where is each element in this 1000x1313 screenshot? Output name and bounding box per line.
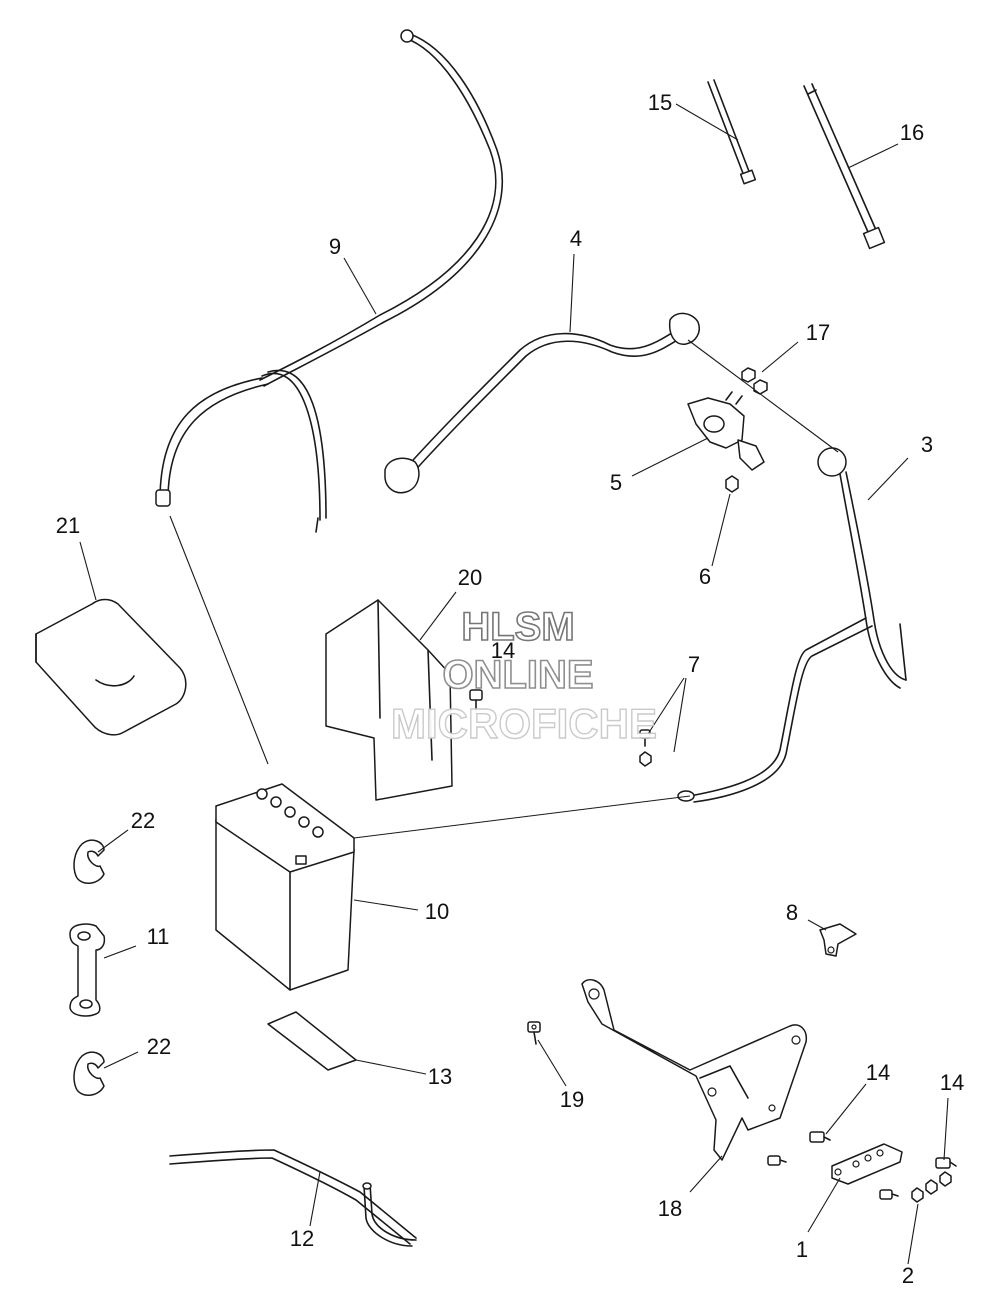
- part-10-battery: [215, 783, 355, 991]
- part-6-nut: [725, 475, 739, 493]
- callout-20: 20: [458, 565, 482, 590]
- part-14-screw-center: [469, 689, 483, 713]
- callout-14-right-b: 14: [940, 1070, 964, 1095]
- callout-7: 7: [688, 652, 700, 677]
- part-16-strap: [803, 83, 886, 250]
- part-12-rod: [169, 1149, 417, 1247]
- part-14-screw-right-b: [935, 1157, 957, 1169]
- part-18-bracket: [581, 979, 808, 1161]
- callout-14-center: 14: [491, 638, 515, 663]
- watermark-line-1: HLSM: [461, 605, 574, 649]
- callout-11: 11: [147, 924, 170, 949]
- part-7-hardware: [639, 729, 652, 767]
- watermark-line-2: ONLINE: [442, 653, 593, 697]
- part-15-strap: [707, 79, 757, 185]
- part-2-nuts: [911, 1171, 952, 1203]
- part-20-shield: [325, 599, 453, 801]
- callout-6: 6: [699, 564, 711, 589]
- watermark: HLSM ONLINE MICROFICHE: [390, 604, 657, 748]
- callout-13: 13: [428, 1064, 452, 1089]
- part-11-strap: [69, 923, 106, 1017]
- callout-9: 9: [329, 234, 341, 259]
- callout-19: 19: [560, 1087, 584, 1112]
- part-13-label: [267, 1011, 357, 1071]
- callout-12: 12: [290, 1226, 314, 1251]
- watermark-line-3: MICROFICHE: [391, 700, 657, 747]
- callout-2: 2: [902, 1263, 914, 1288]
- part-14-screw-right-a: [809, 1131, 831, 1143]
- callout-3: 3: [921, 432, 933, 457]
- part-19-screw: [527, 1021, 541, 1045]
- callout-18: 18: [658, 1196, 682, 1221]
- part-9-cable: [155, 29, 504, 533]
- callout-22-top: 22: [131, 808, 155, 833]
- callout-5: 5: [610, 470, 622, 495]
- callout-17: 17: [806, 320, 830, 345]
- callout-labels: 1 2 3 4 5 6 7 8 9 10 11 12 13 14 14 14 1…: [56, 90, 964, 1288]
- leader-lines: [79, 103, 949, 1265]
- callout-1: 1: [796, 1237, 808, 1262]
- part-21-cover: [35, 598, 187, 736]
- callout-14-right-a: 14: [866, 1060, 890, 1085]
- part-screw-lower: [767, 1155, 787, 1166]
- part-22-clip-top: [73, 839, 105, 884]
- callout-4: 4: [570, 226, 582, 251]
- part-22-clip-bottom: [73, 1051, 105, 1096]
- part-17-nuts: [741, 367, 768, 395]
- callout-22-bottom: 22: [147, 1034, 171, 1059]
- callout-16: 16: [900, 120, 924, 145]
- part-8-bracket: [819, 923, 857, 957]
- part-3-cable: [677, 447, 907, 803]
- part-5-solenoid: [687, 391, 765, 471]
- callout-15: 15: [648, 90, 672, 115]
- callout-21: 21: [56, 513, 80, 538]
- part-1-terminal-strip: [831, 1143, 903, 1185]
- callout-10: 10: [425, 899, 449, 924]
- part-screw-bottom: [879, 1189, 899, 1200]
- part-4-cable: [384, 312, 700, 494]
- callout-8: 8: [786, 900, 798, 925]
